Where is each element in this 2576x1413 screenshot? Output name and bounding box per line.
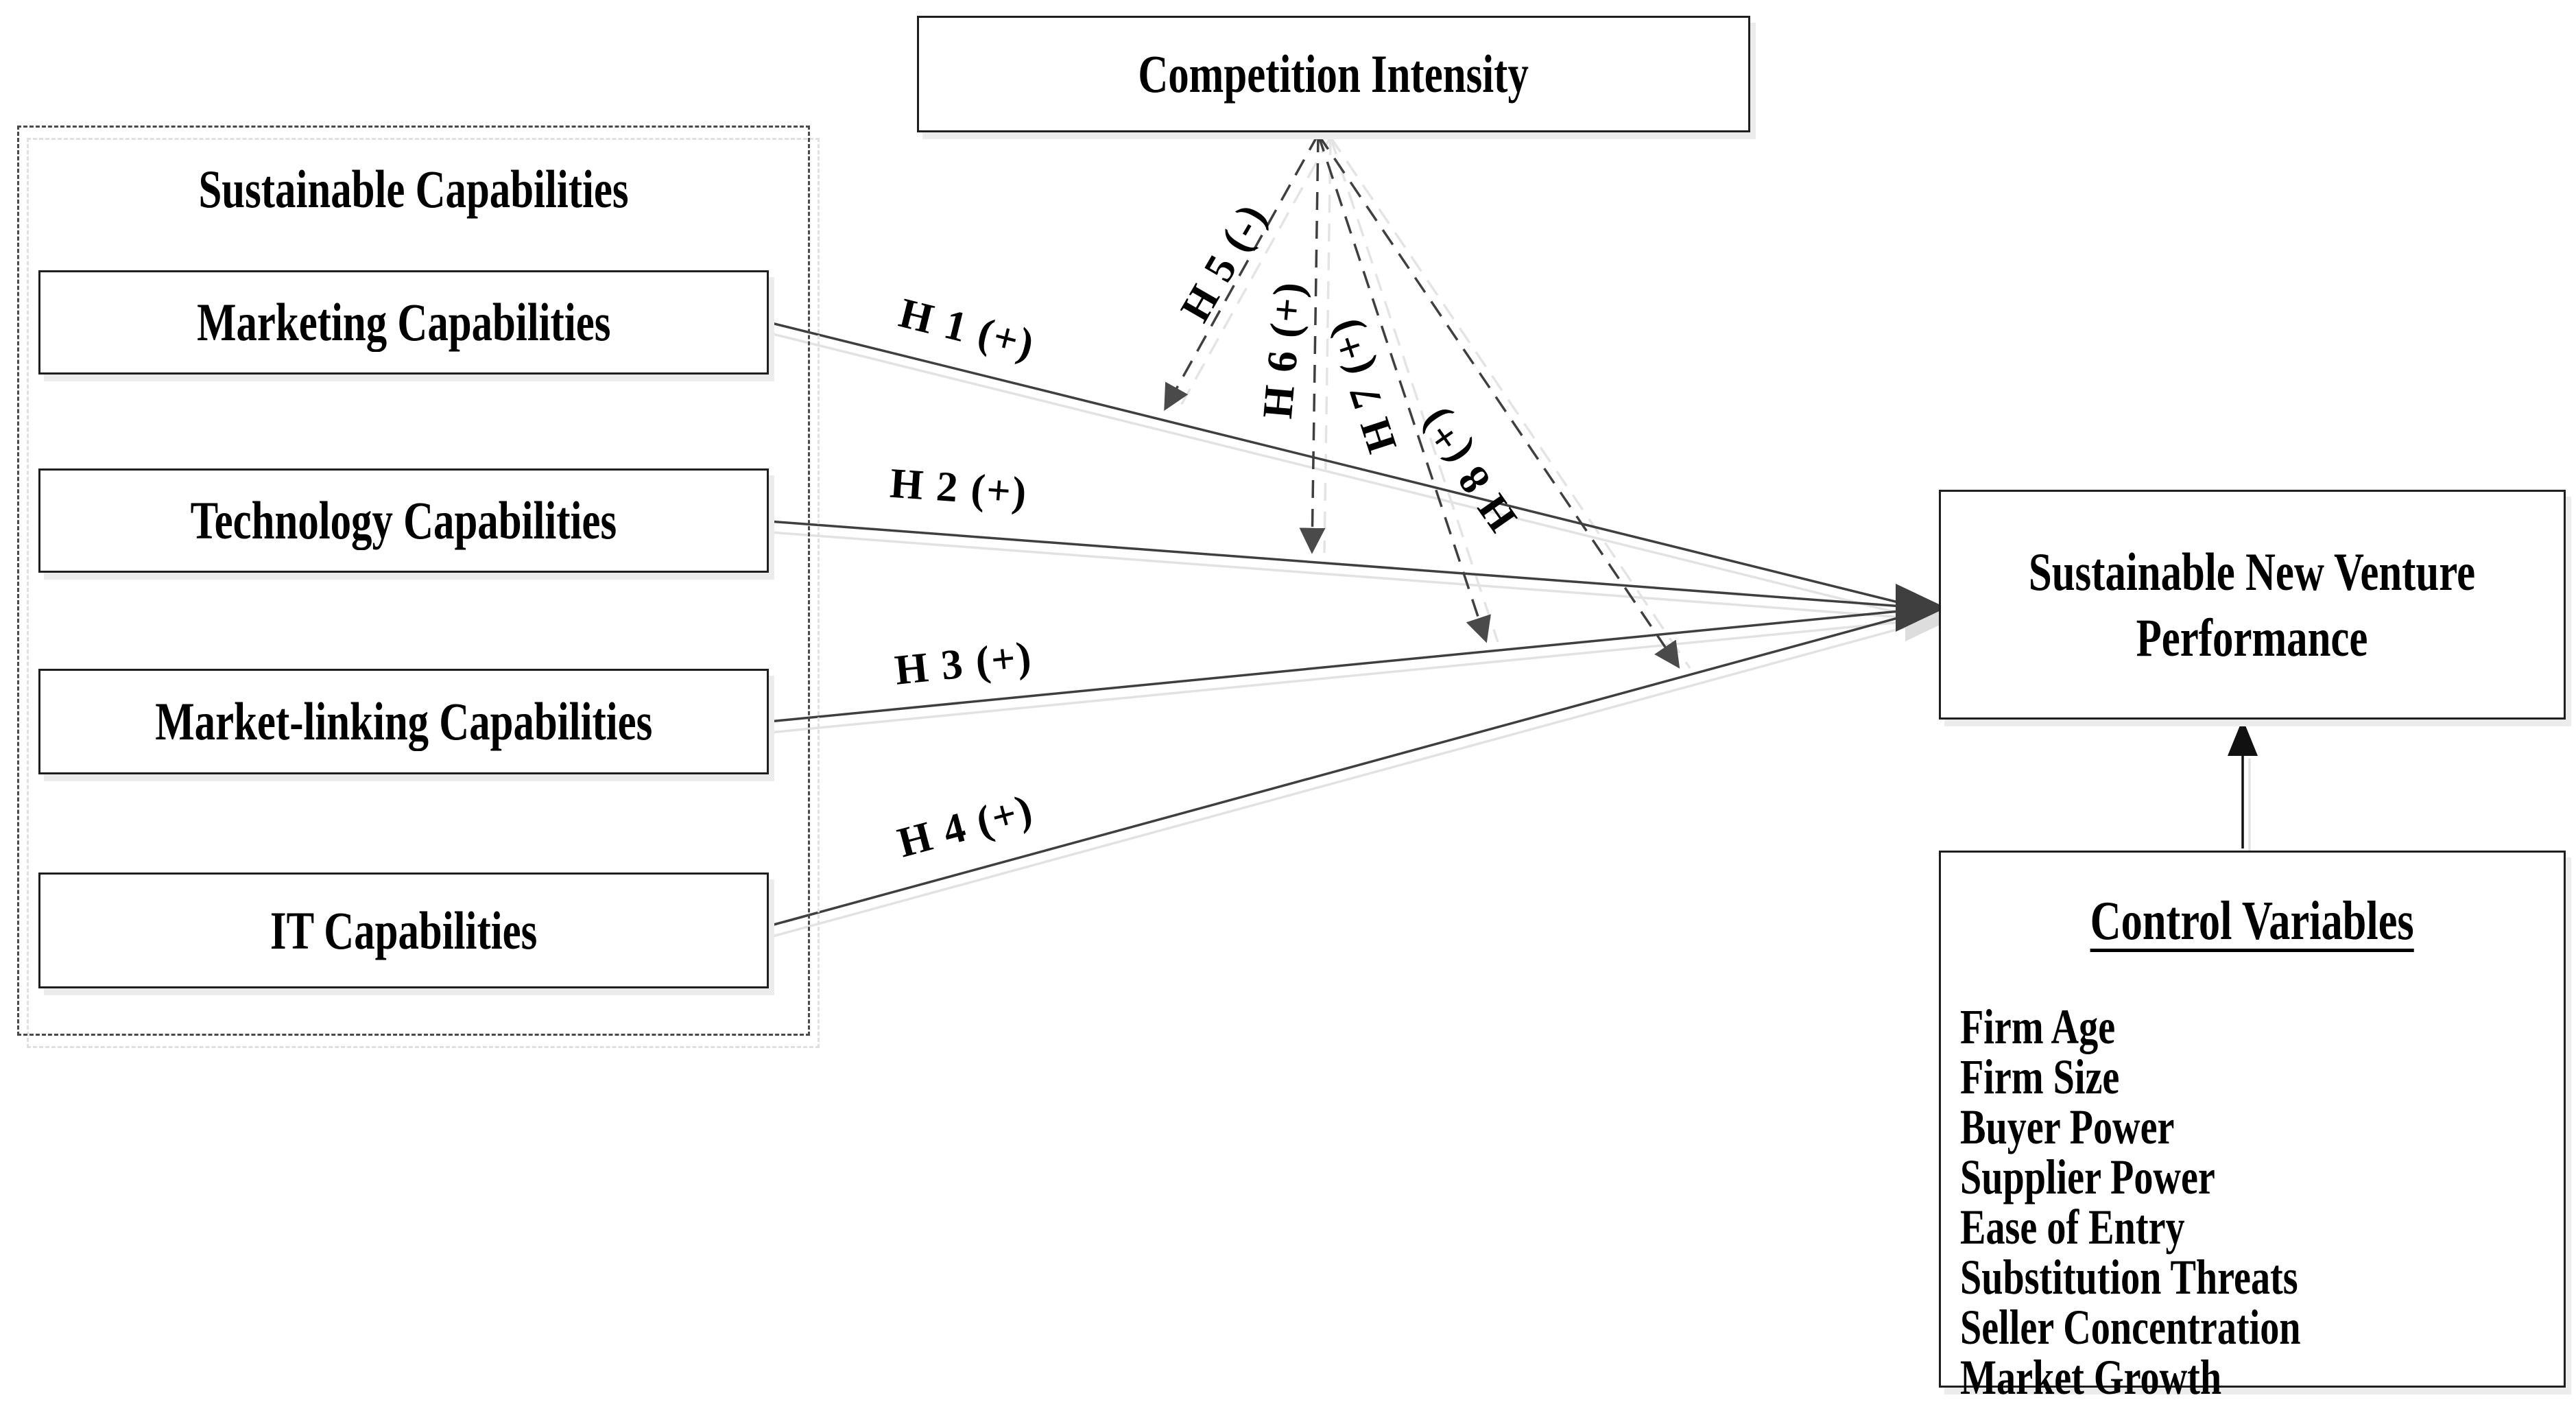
sustainable-new-venture-performance-label: Sustainable New Venture Performance	[2029, 539, 2475, 669]
sustainable-capabilities-title: Sustainable Capabilities	[17, 156, 810, 222]
competition-intensity-label: Competition Intensity	[1138, 44, 1529, 104]
marketing-capabilities-box: Marketing Capabilities	[38, 270, 769, 375]
moderation-lines	[1164, 134, 1680, 669]
list-item: Substitution Threats	[1960, 1249, 2298, 1305]
list-item: Buyer Power	[1960, 1099, 2175, 1154]
h2-label: H 2 (+)	[888, 460, 1029, 516]
list-item: Seller Concentration	[1960, 1299, 2301, 1355]
control-variables-title: Control Variables	[1941, 888, 2564, 955]
control-variables-title-text: Control Variables	[2090, 891, 2415, 951]
line-shadows	[770, 332, 2251, 938]
sustainable-capabilities-group-shadow	[27, 138, 820, 1048]
control-variables-box: Control Variables Firm Age Firm Size Buy…	[1939, 851, 2566, 1402]
converge-arrowhead	[1896, 584, 1946, 632]
outcome-line1: Sustainable New Venture	[2029, 542, 2476, 602]
h8-arrow-line	[1317, 134, 1680, 669]
h3-arrow-line	[768, 608, 1921, 723]
outcome-line2: Performance	[2136, 607, 2368, 667]
sustainable-capabilities-title-text: Sustainable Capabilities	[198, 159, 629, 219]
h4-arrow-line	[768, 610, 1921, 927]
it-capabilities-box: IT Capabilities	[38, 872, 769, 988]
h1-arrow-line	[768, 321, 1921, 609]
control-variables-arrowhead	[2228, 719, 2258, 756]
market-linking-capabilities-label: Market-linking Capabilities	[154, 691, 653, 752]
h7-arrow-line	[1317, 134, 1491, 643]
market-linking-capabilities-box: Market-linking Capabilities	[38, 669, 769, 774]
h2-arrow-line	[768, 520, 1921, 609]
marketing-capabilities-label: Marketing Capabilities	[196, 292, 611, 353]
sustainable-new-venture-performance-box: Sustainable New Venture Performance	[1939, 490, 2566, 720]
sustainable-capabilities-group	[17, 126, 810, 1036]
h5-arrow-line	[1164, 134, 1320, 411]
technology-capabilities-box: Technology Capabilities	[38, 468, 769, 573]
list-item: Firm Size	[1960, 1049, 2120, 1104]
list-item: Firm Age	[1960, 999, 2116, 1054]
list-item: Market Growth	[1960, 1349, 2222, 1405]
list-item: Supplier Power	[1960, 1149, 2215, 1204]
technology-capabilities-label: Technology Capabilities	[190, 490, 617, 551]
list-item: Ease of Entry	[1960, 1199, 2185, 1255]
direct-effect-lines	[768, 321, 1921, 927]
h6-arrow-line	[1299, 134, 1326, 554]
control-variables-list: Firm Age Firm Size Buyer Power Supplier …	[1960, 999, 2564, 1405]
competition-intensity-box: Competition Intensity	[917, 16, 1750, 132]
it-capabilities-label: IT Capabilities	[270, 900, 538, 960]
dashed-line-shadows	[1177, 136, 1691, 669]
